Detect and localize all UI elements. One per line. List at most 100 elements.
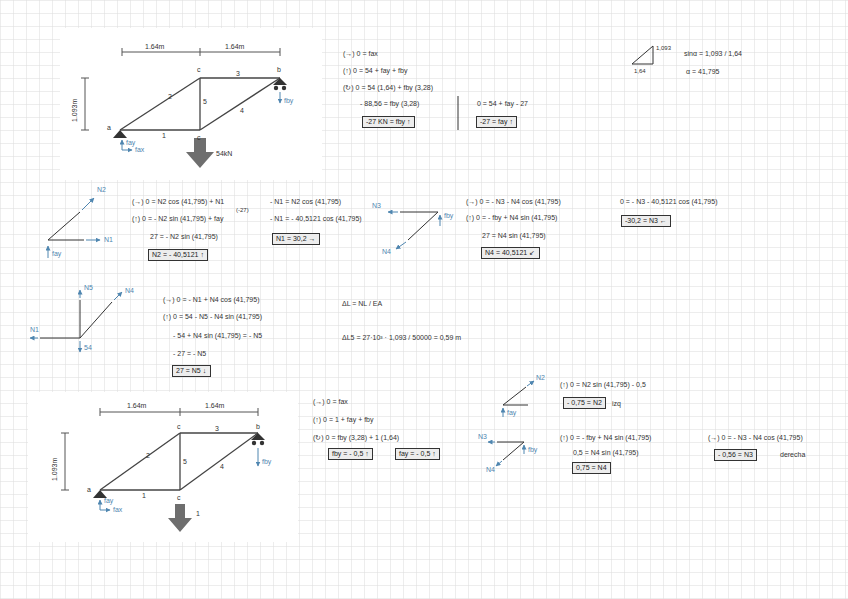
annotation-text: 1 [142,492,146,500]
result-box: -30,2 = N3 ← [621,215,671,227]
annotation-text: (↑) 0 = - fby + N4 sin (41,795) [560,434,651,442]
annotation-text: c [177,494,181,502]
annotation-text: - N1 = - 40,5121 cos (41,795) [270,215,362,223]
annotation-text: fay [104,497,113,505]
result-text: 27 = N5 ↓ [176,367,207,375]
annotation-text: (↑) 0 = 54 + fay + fby [343,67,407,75]
annotation-text: (↑) 0 = N2 sin (41,795) - 0,5 [560,381,646,389]
divider-line [458,96,459,130]
result-box: -27 = fay ↑ [476,116,517,128]
annotation-text: 54kN [216,150,232,158]
annotation-text: c [177,423,181,431]
annotation-text: derecha [780,451,805,459]
annotation-text: 27 = N4 sin (41,795) [482,232,546,240]
result-box: fay = - 0,5 ↑ [395,448,440,460]
annotation-text: 1 [196,510,200,518]
annotation-text: N2 [536,374,545,382]
result-text: -30,2 = N3 ← [625,217,667,225]
annotation-text: α = 41,795 [686,68,719,76]
result-text: -27 = fay ↑ [480,118,513,126]
result-text: N1 = 30,2 → [276,235,316,243]
annotation-text: N3 [372,202,381,210]
annotation-text: 2 [146,452,150,460]
annotation-text: (→) 0 = fax [343,50,378,58]
annotation-text: 1.64m [127,402,146,410]
annotation-text: fax [135,146,144,154]
result-box: - 0,56 = N3 [714,449,757,461]
annotation-text: - 54 + N4 sin (41,795) = - N5 [173,332,262,340]
annotation-text: sinα = 1,093 / 1,64 [684,50,742,58]
result-text: fby = - 0,5 ↑ [332,450,369,458]
annotation-text: (↻) 0 = 54 (1,64) + fby (3,28) [343,84,433,92]
annotation-text: fay [52,250,61,258]
annotation-text: b [277,66,281,74]
annotation-text: 4 [240,107,244,115]
annotation-text: (↑) 0 = 1 + fay + fby [313,416,374,424]
annotation-text: 5 [203,98,207,106]
annotation-text: fby [444,212,453,220]
annotation-text: 1,64 [634,67,646,75]
annotation-text: 5 [183,458,187,466]
annotation-text: 1 [162,132,166,140]
result-text: - 0,75 = N2 [567,399,602,407]
result-text: 0,75 = N4 [576,464,607,472]
annotation-text: 1.093m [51,458,59,481]
annotation-text: fay [126,139,135,147]
annotation-text: 1.64m [225,43,244,51]
annotation-text: a [107,124,111,132]
annotation-text: 0 = - N3 - 40,5121 cos (41,795) [620,198,717,206]
annotation-text: ΔL5 = 27·10³ · 1,093 / 50000 = 0,59 m [342,334,461,342]
truss-figure [60,28,322,180]
annotation-text: c [197,134,201,142]
annotation-text: izq [612,400,621,408]
annotation-text: N4 [382,248,391,256]
annotation-text: - 88,56 = fby (3,28) [360,100,419,108]
joint-sketch [388,212,440,249]
annotation-text: fby [528,446,537,454]
annotation-text: N4 [486,466,495,474]
result-box: 27 = N5 ↓ [172,365,211,377]
annotation-text: 4 [220,463,224,471]
annotation-text: N1 [30,326,39,334]
annotation-text: 2 [168,93,172,101]
annotation-text: fay [507,409,516,417]
annotation-text: 1,093 [656,44,671,52]
annotation-text: N1 [104,236,113,244]
annotation-text: 0,5 = N4 sin (41,795) [573,449,639,457]
truss-figure [28,392,298,542]
annotation-text: (→) 0 = N2 cos (41,795) + N1 [132,198,224,206]
annotation-text: - N1 = N2 cos (41,795) [270,198,341,206]
annotation-text: a [87,486,91,494]
annotation-text: (→) 0 = - N1 + N4 cos (41,795) [163,296,259,304]
joint-sketch [503,381,534,417]
annotation-text: (↑) 0 = 54 - N5 - N4 sin (41,795) [163,313,262,321]
result-box: N4 = 40,5121 ↙ [481,247,540,259]
annotation-text: 1.093m [71,99,79,122]
result-text: N4 = 40,5121 ↙ [485,249,536,257]
result-box: 0,75 = N4 [572,462,611,474]
annotation-text: 1.64m [205,402,224,410]
annotation-text: (↑) 0 = - fby + N4 sin (41,795) [466,214,557,222]
annotation-text: (→) 0 = - N3 - N4 cos (41,795) [708,434,803,442]
annotation-text: 3 [215,425,219,433]
result-box: N1 = 30,2 → [272,233,320,245]
annotation-text: fax [113,506,122,514]
joint-sketch [488,442,524,466]
annotation-text: - 27 = - N5 [173,350,206,358]
annotation-text: 1.64m [145,43,164,51]
result-box: N2 = - 40,5121 ↑ [148,249,208,261]
annotation-text: fby [262,458,271,466]
annotation-text: fby [284,97,293,105]
annotation-text: (→) 0 = fax [313,398,348,406]
annotation-text: ΔL = NL / EA [342,300,382,308]
result-text: N2 = - 40,5121 ↑ [152,251,204,259]
annotation-text: N2 [97,186,106,194]
annotation-text: 27 = - N2 sin (41,795) [150,233,218,241]
annotation-text: b [256,423,260,431]
annotation-text: (-27) [236,206,249,214]
annotation-text: 54 [84,344,92,352]
annotation-text: 0 = 54 + fay - 27 [477,100,528,108]
result-text: - 0,56 = N3 [718,451,753,459]
result-box: - 0,75 = N2 [563,397,606,409]
annotation-text: c [197,66,201,74]
